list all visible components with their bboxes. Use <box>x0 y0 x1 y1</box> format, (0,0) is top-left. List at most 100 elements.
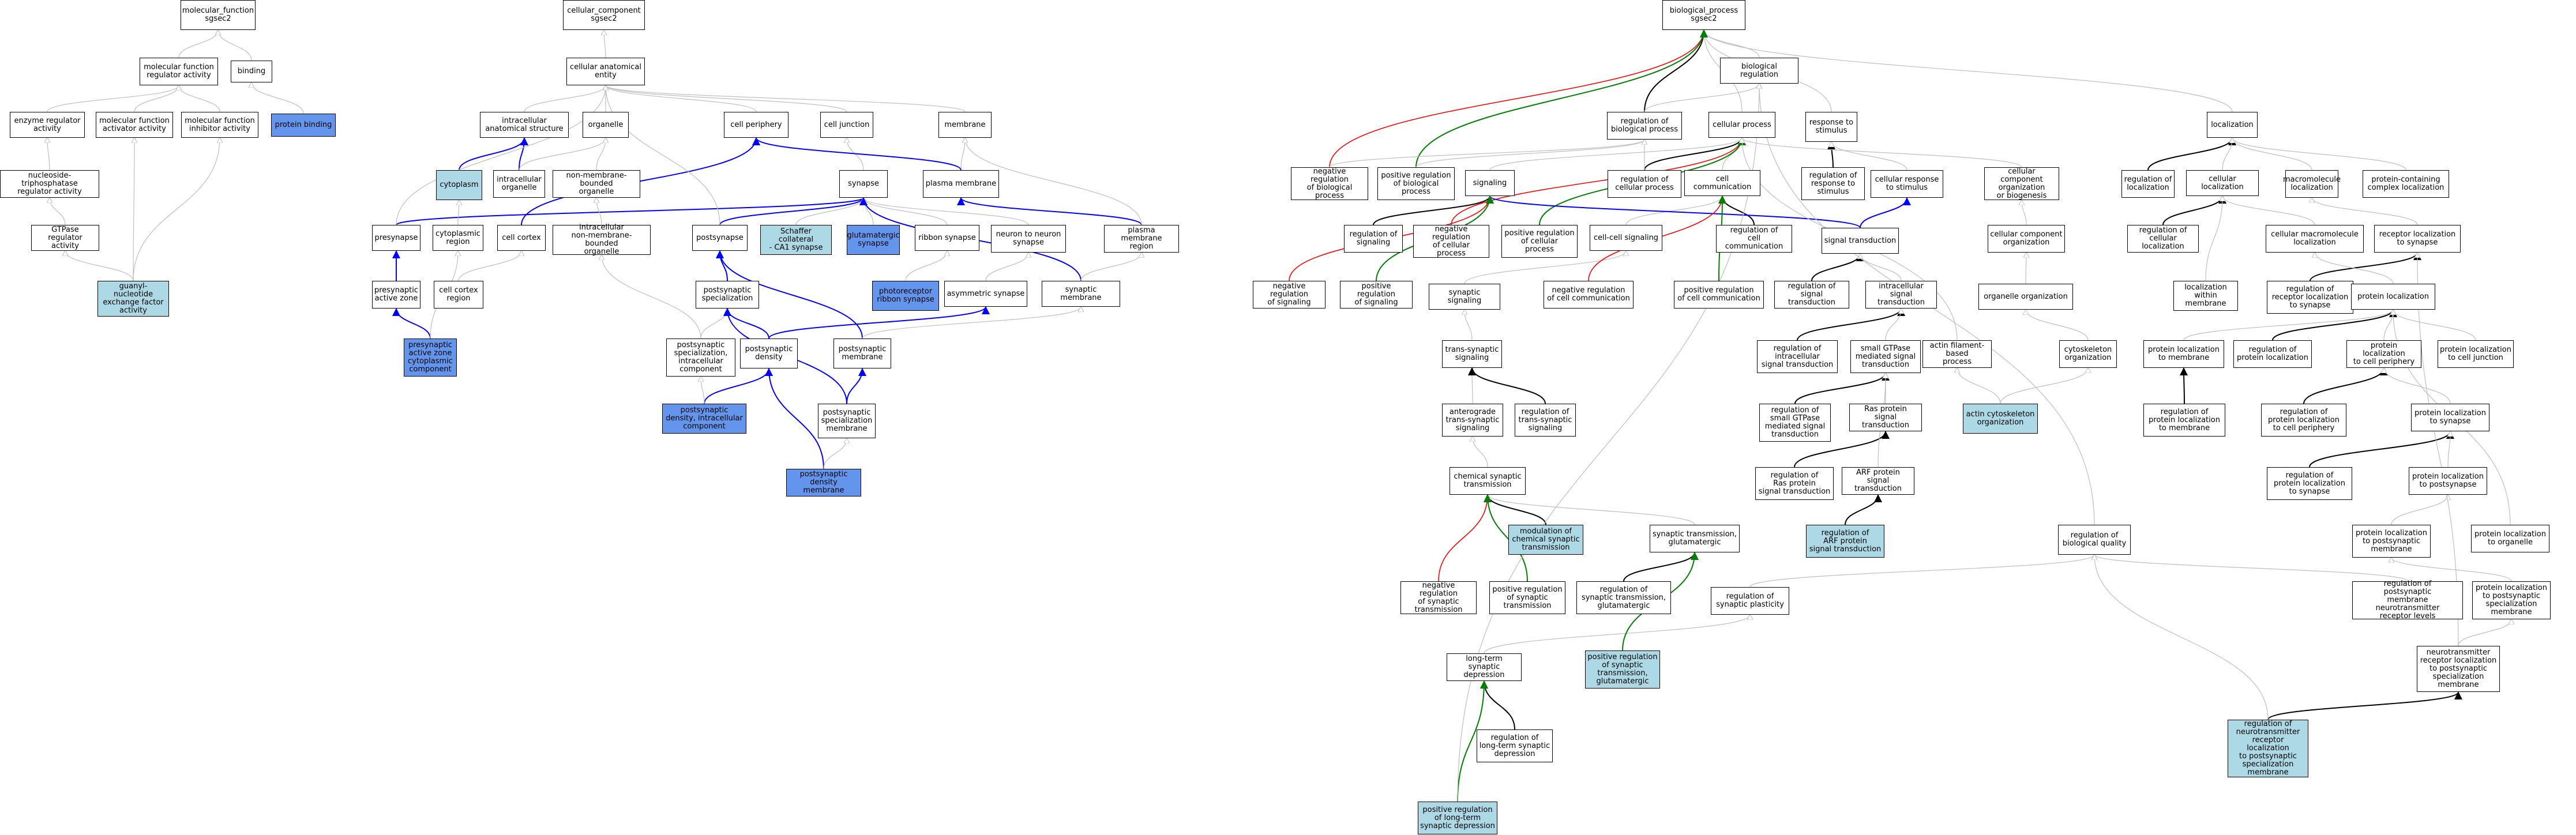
go-term-sgtpase-sig[interactable]: small GTPase mediated signal transductio… <box>1850 340 1921 373</box>
go-term-syn-trans-glut[interactable]: synaptic transmission, glutamatergic <box>1650 525 1740 552</box>
go-term-reg-bio-qual[interactable]: regulation of biological quality <box>2058 525 2131 555</box>
go-term-syn-mem[interactable]: synaptic membrane <box>1042 281 1120 307</box>
go-term-cco-bio[interactable]: cellular component organization or bioge… <box>1984 167 2059 200</box>
go-term-cc-region[interactable]: cell cortex region <box>434 281 483 309</box>
go-term-cell-resp-stim[interactable]: cellular response to stimulus <box>1871 170 1943 198</box>
go-term-prot-loc-org[interactable]: protein localization to organelle <box>2471 525 2549 552</box>
go-term-mod-chem-syn[interactable]: modulation of chemical synaptic transmis… <box>1508 525 1583 555</box>
go-term-neg-reg-sig[interactable]: negative regulation of signaling <box>1253 281 1325 309</box>
go-term-macro-loc[interactable]: macromolecule localization <box>2283 170 2341 198</box>
go-term-pos-reg-cc[interactable]: positive regulation of cell communicatio… <box>1674 281 1764 309</box>
go-term-neg-reg-bp[interactable]: negative regulation of biological proces… <box>1291 167 1368 200</box>
go-term-reg-cell-comm[interactable]: regulation of cell communication <box>1716 225 1792 253</box>
go-term-asym[interactable]: asymmetric synapse <box>944 281 1027 307</box>
go-term-psd-ic[interactable]: postsynaptic density, intracellular comp… <box>662 404 746 434</box>
go-term-enz-reg[interactable]: enzyme regulator activity <box>10 112 85 138</box>
go-term-prot-loc-mem[interactable]: protein localization to membrane <box>2143 340 2224 368</box>
go-term-mf-reg[interactable]: molecular function regulator activity <box>140 58 218 85</box>
go-term-ps-spec-mem[interactable]: postsynaptic specialization membrane <box>818 404 876 438</box>
go-term-pos-reg-bp[interactable]: positive regulation of biological proces… <box>1377 167 1455 200</box>
go-term-reg-bp[interactable]: regulation of biological process <box>1607 112 1682 140</box>
go-term-cc-sig[interactable]: cell-cell signaling <box>1590 225 1662 251</box>
go-term-pm-region[interactable]: plasma membrane region <box>1104 225 1179 253</box>
go-term-ntp-reg[interactable]: nucleoside-triphosphatase regulator acti… <box>0 170 99 198</box>
go-term-sig-trans[interactable]: signal transduction <box>1822 228 1899 254</box>
go-term-prot-loc-junc[interactable]: protein localization to cell junction <box>2438 340 2514 368</box>
go-term-cell-loc[interactable]: cellular localization <box>2186 170 2259 196</box>
go-term-pre-az-cyto[interactable]: presynaptic active zone cytoplasmic comp… <box>404 338 457 377</box>
go-term-loc-within-mem[interactable]: localization within membrane <box>2173 281 2238 311</box>
go-term-reg-ltd[interactable]: regulation of long-term synaptic depress… <box>1477 729 1553 762</box>
go-term-localization[interactable]: localization <box>2207 112 2258 138</box>
go-term-plasma-mem[interactable]: plasma membrane <box>923 170 999 198</box>
go-term-pre-az[interactable]: presynaptic active zone <box>372 281 420 309</box>
go-term-org-org[interactable]: organelle organization <box>1978 284 2073 310</box>
go-term-prot-loc-ps-spec-mem[interactable]: protein localization to postsynaptic spe… <box>2472 581 2551 619</box>
go-term-reg-prot-loc-syn[interactable]: regulation of protein localization to sy… <box>2267 467 2352 500</box>
go-term-resp-stim[interactable]: response to stimulus <box>1805 112 1857 142</box>
go-term-syn-sig[interactable]: synaptic signaling <box>1429 284 1500 310</box>
go-term-reg-ic-sig[interactable]: regulation of intracellular signal trans… <box>1757 340 1838 373</box>
go-term-n2n[interactable]: neuron to neuron synapse <box>991 225 1066 253</box>
go-term-glut-syn[interactable]: glutamatergic synapse <box>847 225 900 255</box>
go-term-antero[interactable]: anterograde trans-synaptic signaling <box>1442 404 1503 437</box>
go-term-reg-cell-loc[interactable]: regulation of cellular localization <box>2127 225 2199 253</box>
go-term-reg-resp-stim[interactable]: regulation of response to stimulus <box>1801 167 1865 200</box>
go-term-ias[interactable]: intracellular anatomical structure <box>480 112 569 138</box>
go-term-cyto-region[interactable]: cytoplasmic region <box>433 225 483 251</box>
go-term-organelle[interactable]: organelle <box>583 112 629 138</box>
go-term-pos-reg-syn-glut[interactable]: positive regulation of synaptic transmis… <box>1585 650 1660 689</box>
go-term-cmm-loc[interactable]: cellular macromolecule localization <box>2266 225 2364 253</box>
go-term-synapse[interactable]: synapse <box>839 170 888 198</box>
go-term-ic-org[interactable]: intracellular organelle <box>493 170 545 198</box>
go-term-prot-loc-periph[interactable]: protein localization to cell periphery <box>2346 340 2421 368</box>
go-term-pos-reg-ltd[interactable]: positive regulation of long-term synapti… <box>1418 802 1497 834</box>
go-term-ps-spec-ic[interactable]: postsynaptic specialization, intracellul… <box>666 338 735 377</box>
go-term-reg-arf[interactable]: regulation of ARF protein signal transdu… <box>1806 525 1884 558</box>
go-term-prot-loc[interactable]: protein localization <box>2351 284 2435 310</box>
go-term-pos-reg-cp[interactable]: positive regulation of cellular process <box>1501 225 1578 258</box>
go-term-psd-mem[interactable]: postsynaptic density membrane <box>786 469 861 497</box>
go-term-cc-root[interactable]: cellular_component sgsec2 <box>563 0 645 30</box>
go-term-pos-reg-syn[interactable]: positive regulation of synaptic transmis… <box>1489 581 1565 614</box>
go-term-reg-loc[interactable]: regulation of localization <box>2121 170 2175 198</box>
go-term-cytoskel-org[interactable]: cytoskeleton organization <box>2059 340 2117 368</box>
go-term-reg-prot-loc-mem[interactable]: regulation of protein localization to me… <box>2143 404 2225 437</box>
go-term-cell-cortex[interactable]: cell cortex <box>497 225 546 251</box>
go-term-rec-loc-syn[interactable]: receptor localization to synapse <box>2374 225 2461 253</box>
go-term-bp-root[interactable]: biological_process sgsec2 <box>1662 0 1745 30</box>
go-term-chem-syn[interactable]: chemical synaptic transmission <box>1450 467 1526 495</box>
go-term-afb[interactable]: actin filament-based process <box>1922 340 1992 368</box>
go-term-prot-loc-postsyn[interactable]: protein localization to postsynapse <box>2409 467 2487 495</box>
go-term-cell-proc[interactable]: cellular process <box>1708 112 1775 138</box>
go-term-signaling[interactable]: signaling <box>1465 170 1515 196</box>
go-term-gtpase-reg[interactable]: GTPase regulator activity <box>31 225 99 251</box>
go-term-ras[interactable]: Ras protein signal transduction <box>1849 404 1922 431</box>
go-term-membrane[interactable]: membrane <box>938 112 992 138</box>
go-term-ribbon[interactable]: ribbon synapse <box>915 225 979 251</box>
go-term-gnef[interactable]: guanyl-nucleotide exchange factor activi… <box>97 281 169 317</box>
go-term-presynapse[interactable]: presynapse <box>372 225 420 251</box>
go-term-actin-cyto[interactable]: actin cytoskeleton organization <box>1963 404 2038 434</box>
go-term-cell-comm[interactable]: cell communication <box>1684 170 1760 196</box>
go-term-trans-syn[interactable]: trans-synaptic signaling <box>1442 340 1502 368</box>
go-term-reg-ps-nt[interactable]: regulation of postsynaptic membrane neur… <box>2352 580 2463 620</box>
go-term-prot-bind[interactable]: protein binding <box>271 114 336 137</box>
go-term-ps-mem[interactable]: postsynaptic membrane <box>833 338 891 368</box>
go-term-reg-trans-syn[interactable]: regulation of trans-synaptic signaling <box>1515 404 1576 437</box>
go-term-reg-rec-loc-syn[interactable]: regulation of receptor localization to s… <box>2267 281 2353 314</box>
go-term-neg-reg-cp[interactable]: negative regulation of cellular process <box>1413 225 1489 258</box>
go-term-prot-loc-ps-mem[interactable]: protein localization to postsynaptic mem… <box>2352 525 2431 558</box>
go-term-ltd[interactable]: long-term synaptic depression <box>1447 653 1522 681</box>
go-term-mf-act[interactable]: molecular function activator activity <box>96 112 173 138</box>
go-term-ps-spec[interactable]: postsynaptic specialization <box>696 281 759 309</box>
go-term-bio-reg[interactable]: biological regulation <box>1720 58 1798 84</box>
go-term-cytoplasm[interactable]: cytoplasm <box>436 170 482 200</box>
go-term-schaffer[interactable]: Schaffer collateral - CA1 synapse <box>760 225 832 255</box>
go-term-nt-rec-loc[interactable]: neurotransmitter receptor localization t… <box>2417 646 2500 692</box>
go-term-reg-prot-loc[interactable]: regulation of protein localization <box>2233 340 2312 368</box>
go-term-neg-reg-cc[interactable]: negative regulation of cell communicatio… <box>1544 281 1634 309</box>
go-term-pos-reg-sig[interactable]: positive regulation of signaling <box>1340 281 1413 309</box>
go-term-reg-syn-glut[interactable]: regulation of synaptic transmission, glu… <box>1576 581 1671 614</box>
go-term-reg-syn-plast[interactable]: regulation of synaptic plasticity <box>1711 587 1789 615</box>
